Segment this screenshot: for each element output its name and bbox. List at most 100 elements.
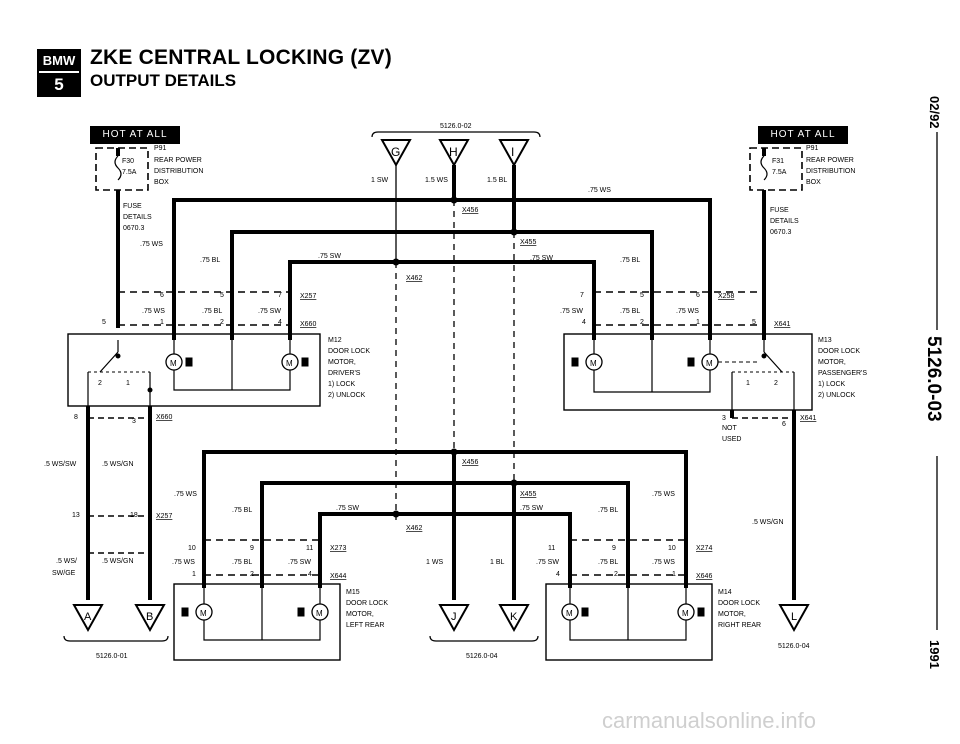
- svg-text:.5 WS/GN: .5 WS/GN: [102, 558, 134, 565]
- svg-text:.5 WS/SW: .5 WS/SW: [44, 461, 77, 468]
- page-subtitle: OUTPUT DETAILS: [90, 71, 237, 90]
- svg-text:.75 WS: .75 WS: [142, 308, 165, 315]
- svg-text:1: 1: [160, 319, 164, 326]
- svg-text:.75 WS: .75 WS: [676, 308, 699, 315]
- upper-bus: [172, 198, 712, 520]
- terminal-g: G: [380, 139, 412, 262]
- connector-x257-upper: [118, 291, 292, 340]
- motor-symbol-m13a: M: [590, 359, 597, 368]
- svg-text:MOTOR,: MOTOR,: [328, 359, 356, 366]
- svg-text:7.5A: 7.5A: [772, 169, 787, 176]
- svg-text:FUSE: FUSE: [123, 203, 142, 210]
- motor-m14-label: M14 DOOR LOCK MOTOR, RIGHT REAR: [718, 589, 761, 629]
- svg-text:2) UNLOCK: 2) UNLOCK: [328, 392, 366, 399]
- svg-text:.75 BL: .75 BL: [232, 559, 252, 566]
- svg-text:6: 6: [696, 292, 700, 299]
- ref-bracket-bc: [429, 635, 539, 642]
- svg-text:7: 7: [580, 292, 584, 299]
- connector-x257-label: X257: [300, 293, 316, 300]
- svg-text:.5 WS/: .5 WS/: [56, 558, 77, 565]
- motor-m15-label: M15 DOOR LOCK MOTOR, LEFT REAR: [346, 589, 388, 629]
- svg-text:P91: P91: [806, 145, 819, 152]
- connector-x455-bottom: X455: [520, 491, 536, 498]
- svg-text:4: 4: [278, 319, 282, 326]
- terminal-b: B: [134, 604, 166, 633]
- svg-text:5: 5: [102, 319, 106, 326]
- wire-1sw: 1 SW: [371, 177, 389, 184]
- svg-text:13: 13: [72, 512, 80, 519]
- wire-lower-sw-r: .75 SW: [520, 505, 543, 512]
- svg-text:MOTOR,: MOTOR,: [718, 611, 746, 618]
- svg-text:0670.3: 0670.3: [123, 225, 145, 232]
- svg-text:11: 11: [548, 545, 555, 552]
- wire-top-ws: .75 WS: [588, 187, 611, 194]
- not-used-1: NOT: [722, 425, 738, 432]
- svg-text:4: 4: [308, 571, 312, 578]
- svg-text:.75 SW: .75 SW: [258, 308, 281, 315]
- terminal-k: K: [498, 604, 530, 633]
- svg-text:.75 SW: .75 SW: [288, 559, 311, 566]
- svg-text:1: 1: [192, 571, 196, 578]
- svg-text:MOTOR,: MOTOR,: [818, 359, 846, 366]
- connector-x641-lower: [730, 410, 796, 600]
- fuse-f30: F30 7.5A P91 REAR POWER DISTRIBUTION BOX…: [95, 145, 203, 328]
- svg-text:H: H: [449, 145, 458, 159]
- pin-labels-upper-right: 7 5 6 .75 SW .75 BL .75 WS 4 2 1 5: [560, 292, 756, 326]
- svg-text:DOOR LOCK: DOOR LOCK: [346, 600, 388, 607]
- not-used-2: USED: [722, 436, 741, 443]
- pin-labels-upper-left: 6 5 7 .75 WS .75 BL .75 SW 5 1 2 4: [102, 292, 282, 326]
- connector-x641-label: X641: [774, 321, 790, 328]
- pin-labels-x274: 11 9 10 .75 SW .75 BL .75 WS 4 2 1: [536, 545, 676, 578]
- motor-m15-box: [173, 583, 341, 661]
- m13-pin2: 2: [774, 380, 778, 387]
- connector-x660-lower-label: X660: [156, 414, 172, 421]
- motor-symbol-m15b: M: [316, 609, 323, 618]
- svg-text:REAR POWER: REAR POWER: [154, 157, 202, 164]
- svg-text:9: 9: [612, 545, 616, 552]
- svg-text:REAR POWER: REAR POWER: [806, 157, 854, 164]
- connector-x644-label: X644: [330, 573, 346, 580]
- lower-bus: [202, 450, 688, 600]
- m13-pin1: 1: [746, 380, 750, 387]
- svg-text:P91: P91: [154, 145, 167, 152]
- svg-text:J: J: [451, 611, 457, 623]
- wire-wsgn-right: .5 WS/GN: [752, 519, 784, 526]
- svg-text:DRIVER'S: DRIVER'S: [328, 370, 361, 377]
- svg-text:K: K: [510, 611, 518, 623]
- svg-text:DISTRIBUTION: DISTRIBUTION: [806, 168, 855, 175]
- motor-symbol-m14a: M: [566, 609, 573, 618]
- svg-text:BOX: BOX: [154, 179, 169, 186]
- svg-text:.75 WS: .75 WS: [172, 559, 195, 566]
- svg-text:SW/GE: SW/GE: [52, 570, 76, 577]
- svg-text:DOOR LOCK: DOOR LOCK: [328, 348, 370, 355]
- svg-text:FUSE: FUSE: [770, 207, 789, 214]
- svg-text:3: 3: [132, 418, 136, 425]
- svg-text:2: 2: [614, 571, 618, 578]
- wire-1bl: 1 BL: [490, 559, 505, 566]
- wire-lower-ws-r: .75 WS: [652, 491, 675, 498]
- svg-text:1) LOCK: 1) LOCK: [818, 381, 846, 388]
- motor-symbol-m12a: M: [170, 359, 177, 368]
- wire-top-sw-l: .75 SW: [318, 253, 341, 260]
- motor-m13-label: M13 DOOR LOCK MOTOR, PASSENGER'S 1) LOCK…: [818, 337, 867, 399]
- svg-text:.75 SW: .75 SW: [536, 559, 559, 566]
- svg-text:B: B: [146, 611, 153, 623]
- svg-text:M12: M12: [328, 337, 342, 344]
- motor-m12-box: [67, 333, 321, 407]
- connector-x257-lower-label: X257: [156, 513, 172, 520]
- svg-text:DETAILS: DETAILS: [123, 214, 152, 221]
- svg-text:.75 SW: .75 SW: [560, 308, 583, 315]
- m12-pin1: 1: [126, 380, 130, 387]
- motor-symbol-m15a: M: [200, 609, 207, 618]
- svg-text:DISTRIBUTION: DISTRIBUTION: [154, 168, 203, 175]
- connector-x258-label: X258: [718, 293, 734, 300]
- connector-x273-label: X273: [330, 545, 346, 552]
- svg-text:1) LOCK: 1) LOCK: [328, 381, 356, 388]
- svg-text:G: G: [391, 145, 400, 159]
- wire-lower-bl-r: .75 BL: [598, 507, 618, 514]
- svg-text:I: I: [511, 145, 514, 159]
- wire-top-sw-r: .75 SW: [530, 255, 553, 262]
- svg-text:4: 4: [556, 571, 560, 578]
